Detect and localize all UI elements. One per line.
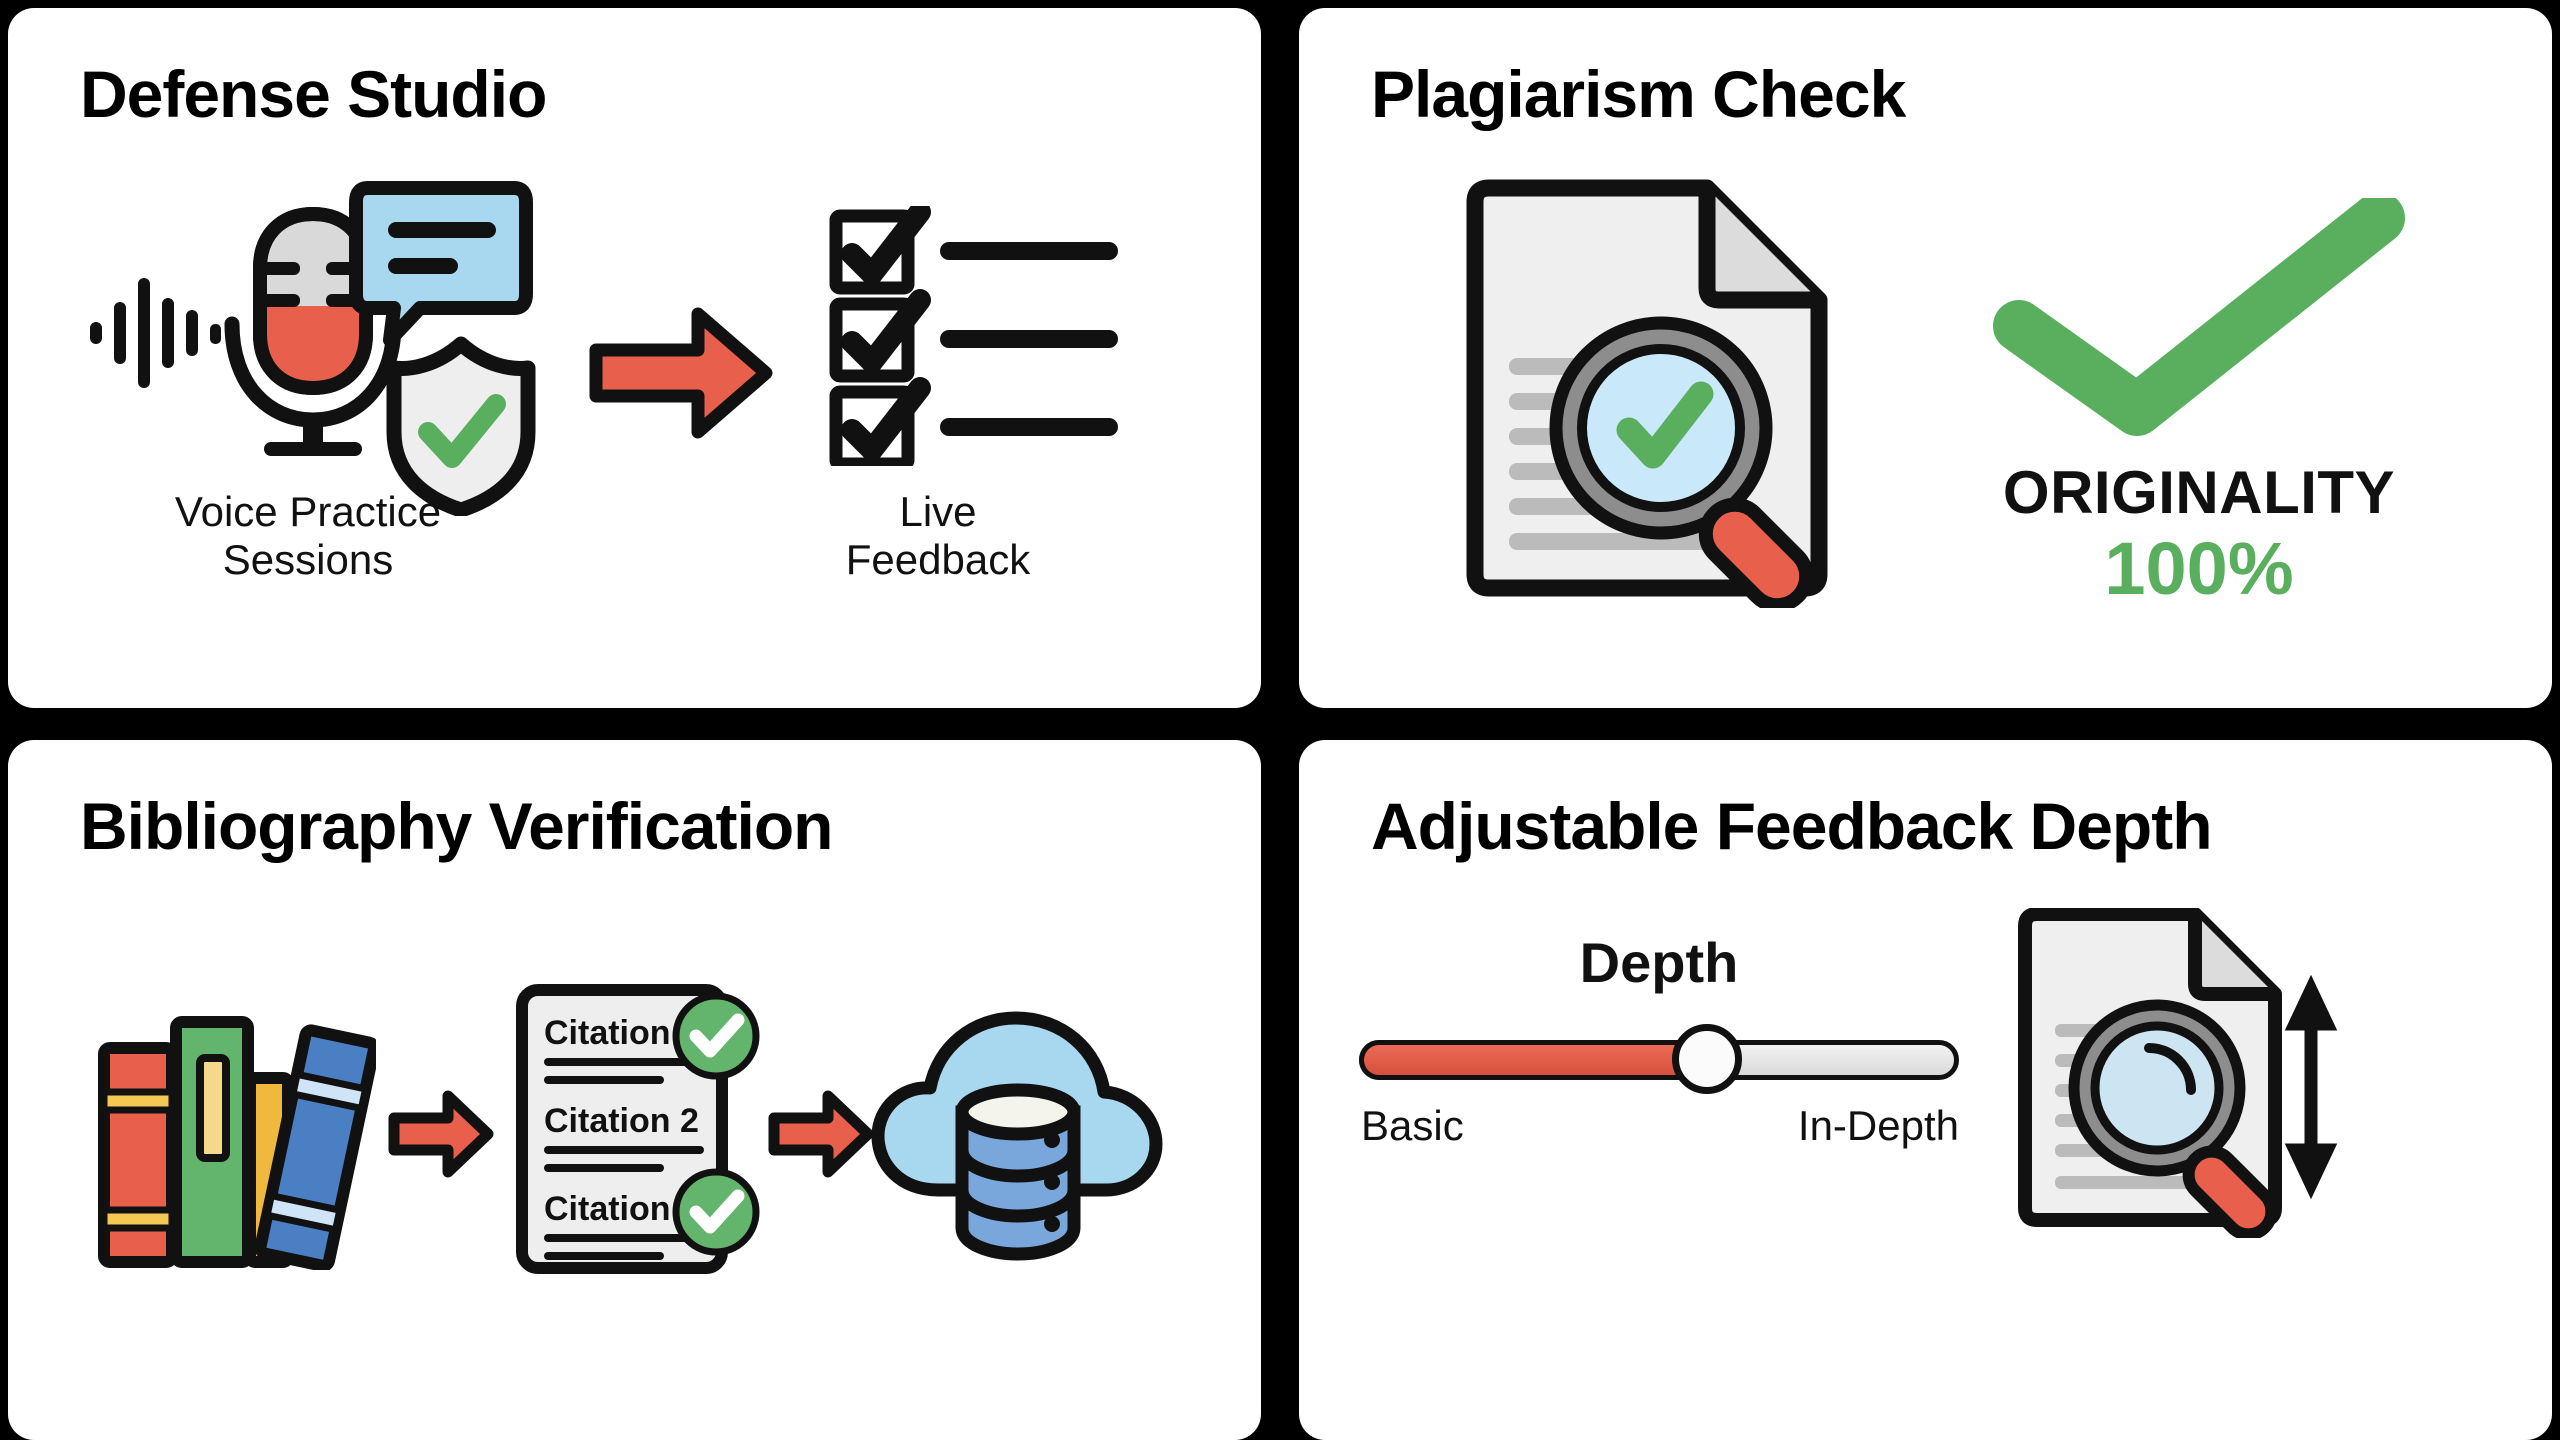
- depth-slider[interactable]: Basic In-Depth: [1359, 1018, 1959, 1149]
- slider-fill: [1359, 1040, 1701, 1080]
- checklist-icon: [829, 206, 1118, 466]
- caption-voice-line1: Voice Practice: [174, 488, 442, 535]
- caption-live-line2: Feedback: [845, 535, 1031, 583]
- card-adjustable-feedback-depth[interactable]: Adjustable Feedback Depth Depth Basic In…: [1299, 740, 2552, 1440]
- green-check-icon: [1993, 198, 2405, 436]
- card-title-defense-studio: Defense Studio: [80, 57, 547, 131]
- shield-check-icon: [386, 336, 536, 516]
- speech-bubble-icon: [349, 181, 533, 347]
- citation-text-3: Citation: [544, 1190, 671, 1228]
- microphone-icon: [224, 206, 402, 456]
- card-body-defense-studio: Voice Practice Sessions Live Feedback: [8, 158, 1261, 708]
- card-title-adjustable-feedback-depth: Adjustable Feedback Depth: [1371, 789, 2213, 863]
- vertical-double-arrow-icon: [2284, 974, 2338, 1200]
- caption-voice-practice: Voice Practice Sessions: [98, 488, 518, 584]
- citation-list-icon: Citation Citation 2 Citation: [516, 984, 760, 1274]
- card-defense-studio[interactable]: Defense Studio: [8, 8, 1261, 708]
- card-title-bibliography-verification: Bibliography Verification: [80, 789, 833, 863]
- card-plagiarism-check[interactable]: Plagiarism Check: [1299, 8, 2552, 708]
- caption-voice-line2: Sessions: [222, 535, 394, 583]
- caption-live-line1: Live: [899, 488, 977, 535]
- citation-check-badge-1: [672, 992, 760, 1080]
- slider-max-label: In-Depth: [1797, 1102, 1959, 1149]
- slider-thumb[interactable]: [1672, 1024, 1742, 1094]
- citation-check-badge-2: [672, 1168, 760, 1256]
- card-title-plagiarism-check: Plagiarism Check: [1371, 57, 1906, 131]
- originality-value: 100%: [2104, 527, 2294, 610]
- citation-text-1: Citation: [544, 1014, 671, 1052]
- caption-live-feedback: Live Feedback: [748, 488, 1128, 584]
- card-body-bibliography-verification: Citation Citation 2 Citation: [8, 890, 1261, 1440]
- originality-label: ORIGINALITY: [2002, 459, 2396, 526]
- books-icon: [98, 1016, 376, 1270]
- citation-text-2: Citation 2: [544, 1102, 699, 1140]
- document-magnifier-icon: [1466, 179, 1828, 608]
- waveform-icon: [90, 278, 221, 388]
- card-bibliography-verification[interactable]: Bibliography Verification: [8, 740, 1261, 1440]
- slider-min-label: Basic: [1361, 1102, 1464, 1149]
- right-arrow-icon: [388, 1090, 494, 1178]
- cloud-database-icon: [871, 1011, 1163, 1261]
- document-magnifier-icon: [2018, 908, 2338, 1238]
- card-body-plagiarism-check: ORIGINALITY 100%: [1299, 158, 2552, 708]
- depth-slider-label: Depth: [1579, 931, 1739, 994]
- right-arrow-icon: [768, 1090, 874, 1178]
- card-body-adjustable-feedback-depth: Depth Basic In-Depth: [1299, 890, 2552, 1440]
- right-arrow-icon: [589, 307, 773, 439]
